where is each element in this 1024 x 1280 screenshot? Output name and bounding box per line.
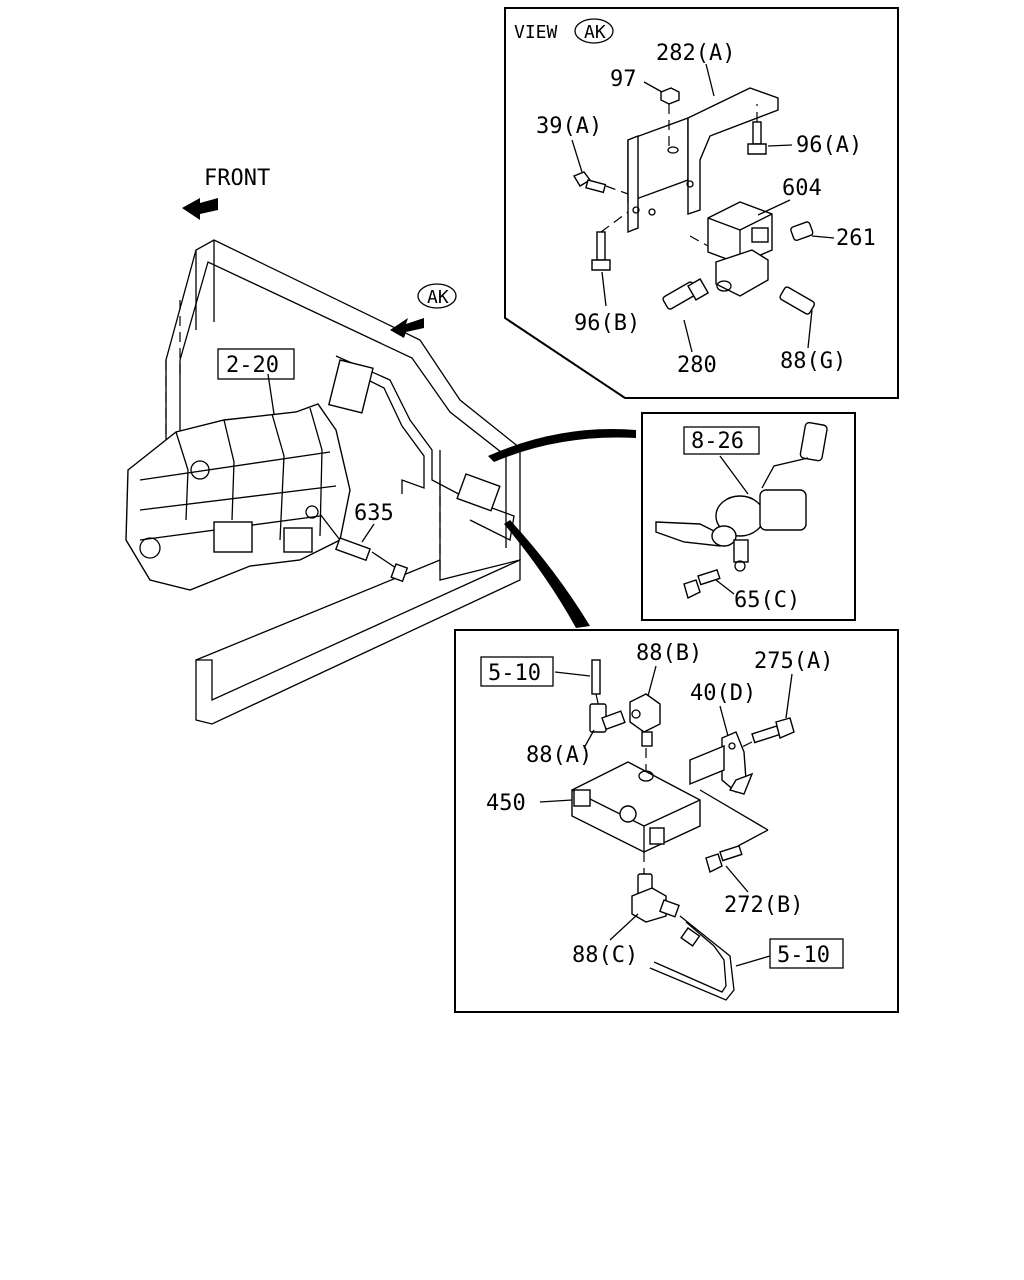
bolt-39a-drawing [572,171,629,195]
bolt-275a-drawing [739,717,795,749]
valve-450-drawing [571,761,701,853]
view-ak-panel: VIEW AK [504,7,899,399]
label-97: 97 [610,67,637,92]
view-tag: AK [584,22,606,43]
ref-8-26: 8-26 [691,429,744,454]
bolt-96a-drawing [747,104,767,155]
ref-box-8-26 [683,426,760,455]
fitting-261-drawing [790,221,814,242]
bracket-282a-drawing [627,87,779,234]
view-tag-oval [574,18,614,44]
label-65c: 65(C) [734,588,800,613]
label-272b: 272(B) [724,893,803,918]
label-96a: 96(A) [796,133,862,158]
fitting-280-drawing [662,278,710,310]
ak-tag: AK [427,287,449,308]
fitting-88b-drawing [629,693,661,772]
label-450: 450 [486,791,526,816]
front-arrow-icon [182,198,218,220]
main-view: FRONT AK [125,166,636,725]
fitting-88g-drawing [779,286,816,315]
label-282a: 282(A) [656,41,735,66]
label-604: 604 [782,176,822,201]
fitting-88c-drawing [631,873,680,923]
ref-2-20: 2-20 [226,353,279,378]
valve-604-drawing [689,201,773,297]
bolt-96b-drawing [591,211,629,271]
ref-5-10-bottom: 5-10 [777,943,830,968]
bolt-65c-drawing [683,568,721,600]
bolt-272b-drawing [705,844,743,874]
label-39a: 39(A) [536,114,602,139]
label-261: 261 [836,226,876,251]
ref-box-5-10-top [480,656,554,687]
fitting-88a-drawing [589,703,626,733]
detail-valve-panel: 5-10 88(A) 88(B) 275(A) [454,629,899,1013]
nut-97-drawing [660,87,680,150]
ref-5-10-top: 5-10 [488,661,541,686]
label-88a: 88(A) [526,743,592,768]
detail-8-26-panel: 8-26 65(C) [641,412,856,621]
transmission-drawing [125,373,351,591]
sensor-8-26-drawing [655,421,828,572]
view-label: VIEW [514,22,558,43]
label-635: 635 [354,501,394,526]
label-88g: 88(G) [780,349,846,374]
label-40d: 40(D) [690,681,756,706]
label-88b: 88(B) [636,641,702,666]
callout-to-8-26 [488,429,636,462]
ref-box-5-10-bottom [769,938,844,969]
label-96b: 96(B) [574,311,640,336]
label-280: 280 [677,353,717,378]
ak-tag-oval [417,283,457,309]
front-label: FRONT [204,166,270,191]
ref-box-2-20 [217,348,295,380]
pipe-5-10-bottom-drawing [649,915,735,1001]
bracket-40d-drawing [689,731,754,795]
label-275a: 275(A) [754,649,833,674]
pipe-5-10-top-drawing [591,659,601,695]
callout-to-valve-detail [504,520,590,628]
label-88c: 88(C) [572,943,638,968]
chassis-frame-drawing [165,239,521,725]
ak-arrow-icon [390,318,424,338]
switch-635-drawing [319,513,409,583]
